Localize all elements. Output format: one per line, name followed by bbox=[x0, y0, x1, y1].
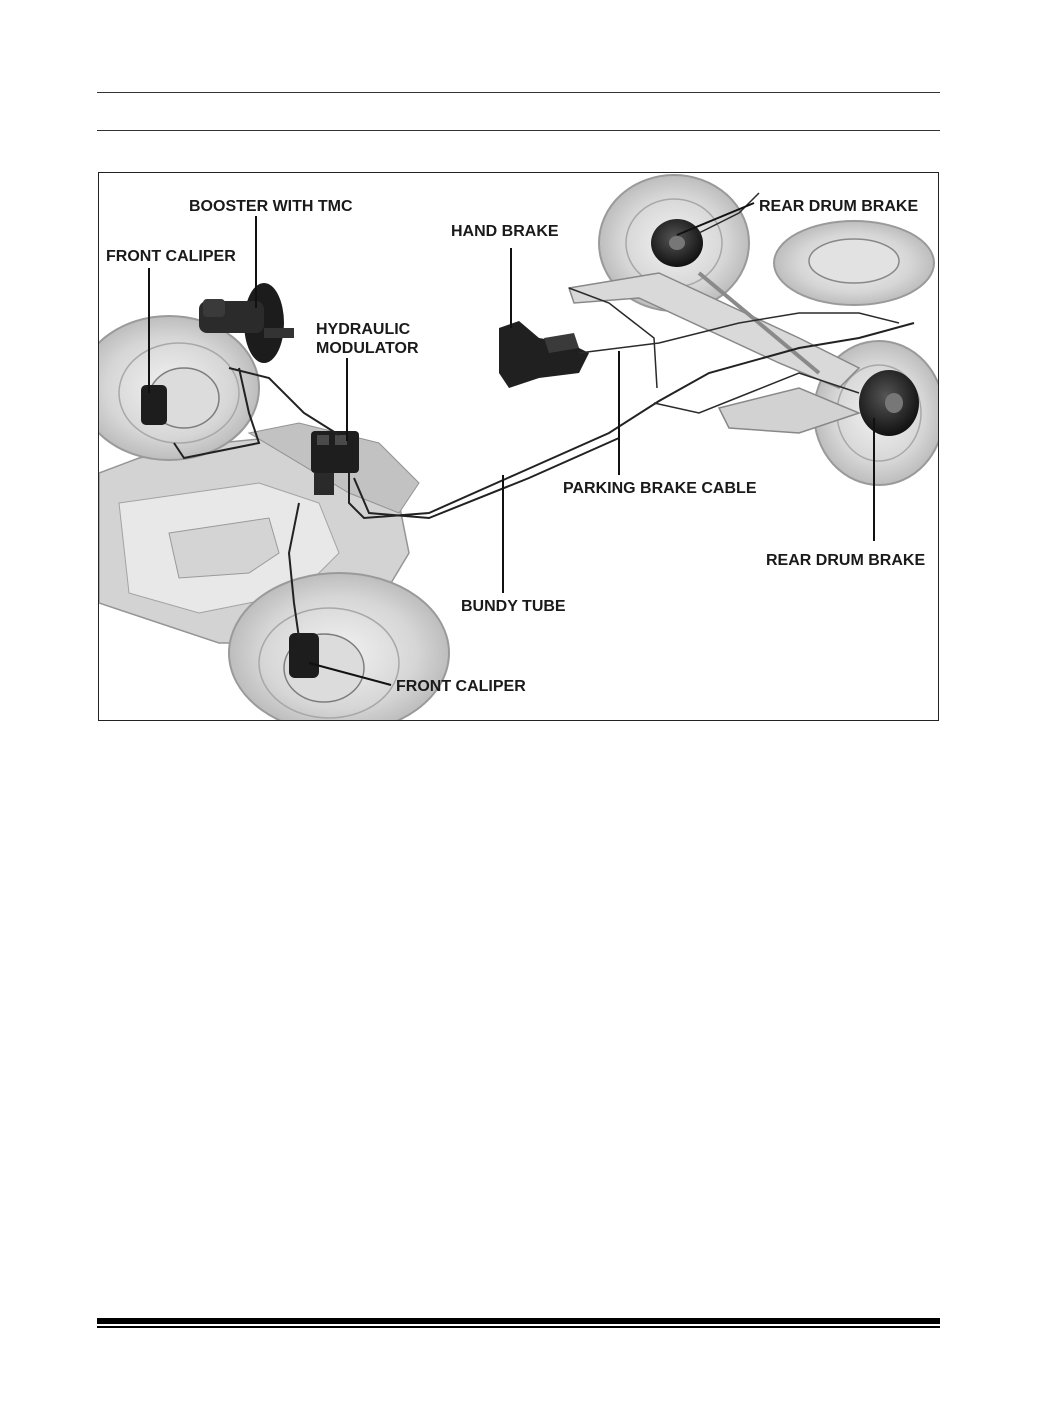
rear-axle-beam bbox=[568, 271, 862, 434]
label-front-caliper-bottom: FRONT CALIPER bbox=[396, 678, 526, 695]
footer-rule-thin bbox=[97, 1326, 940, 1328]
hand-brake-part bbox=[499, 321, 589, 388]
rear-drum-brake-bottom-part bbox=[859, 370, 919, 436]
label-bundy-tube: BUNDY TUBE bbox=[461, 598, 566, 615]
header-rule-bottom bbox=[97, 130, 940, 131]
footer-rule-thick bbox=[97, 1318, 940, 1324]
brake-system-illustration: BOOSTER WITH TMC FRONT CALIPER HYDRAULIC… bbox=[99, 174, 938, 720]
front-caliper-bottom-part bbox=[289, 633, 319, 678]
front-caliper-top-part bbox=[141, 385, 167, 425]
rear-drum-brake-top-part bbox=[651, 219, 703, 267]
label-rear-drum-brake-bottom: REAR DRUM BRAKE bbox=[766, 552, 925, 569]
label-parking-brake-cable: PARKING BRAKE CABLE bbox=[563, 480, 757, 497]
brake-system-figure: BOOSTER WITH TMC FRONT CALIPER HYDRAULIC… bbox=[98, 172, 939, 721]
brake-lines bbox=[173, 322, 915, 639]
front-right-wheel bbox=[228, 572, 450, 720]
spare-wheel bbox=[773, 220, 935, 306]
booster-with-tmc-part bbox=[199, 283, 294, 363]
label-hydraulic-modulator-line1: HYDRAULIC bbox=[316, 321, 411, 338]
label-hand-brake: HAND BRAKE bbox=[451, 223, 559, 240]
label-rear-drum-brake-top: REAR DRUM BRAKE bbox=[759, 198, 918, 215]
hydraulic-modulator-part bbox=[311, 431, 359, 495]
front-left-wheel bbox=[99, 315, 260, 461]
label-booster-with-tmc: BOOSTER WITH TMC bbox=[189, 198, 353, 215]
parking-brake-cable bbox=[568, 192, 900, 414]
leader-lines bbox=[148, 202, 875, 686]
header-rule-top bbox=[97, 92, 940, 93]
label-front-caliper-top: FRONT CALIPER bbox=[106, 248, 236, 265]
label-hydraulic-modulator-line2: MODULATOR bbox=[316, 340, 419, 357]
